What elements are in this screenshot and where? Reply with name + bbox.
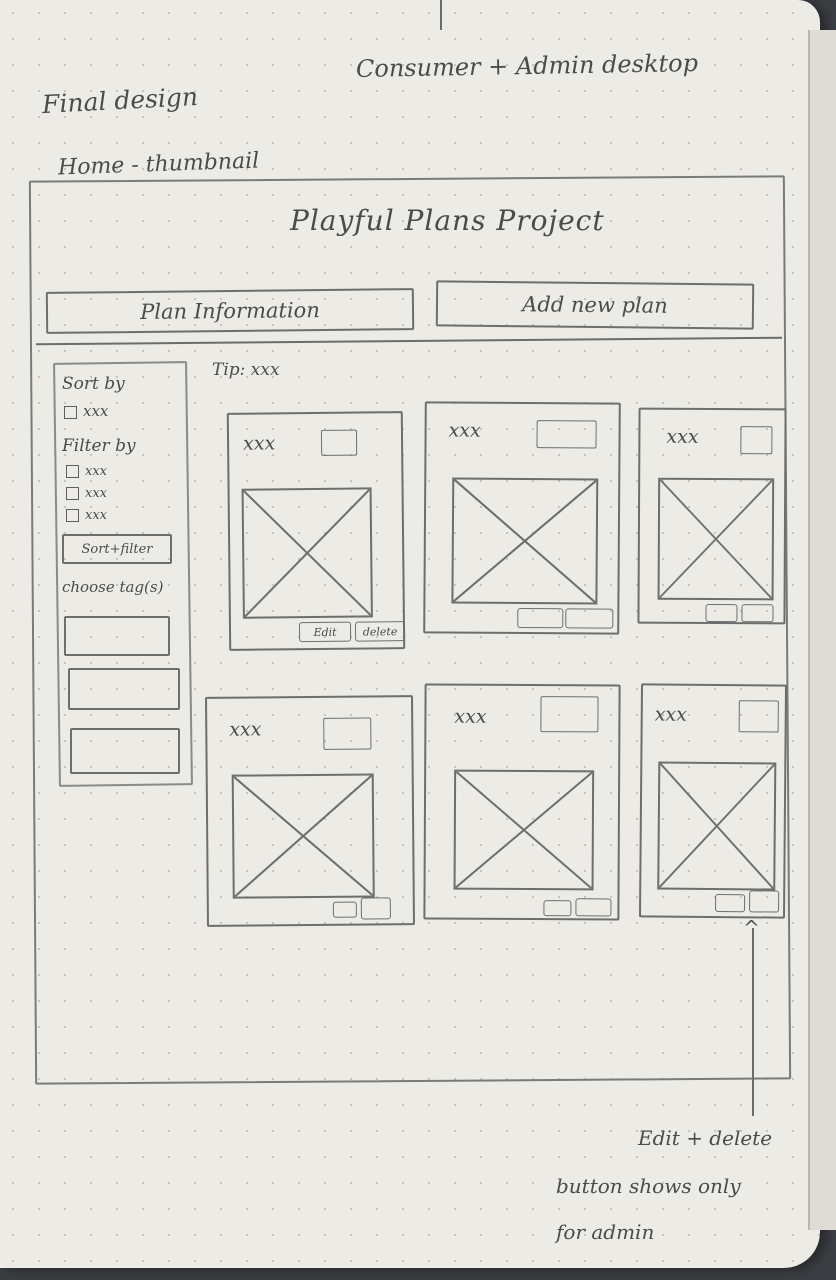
plan-card[interactable]: xxx [637, 407, 787, 625]
filter-option-1[interactable]: xxx [66, 464, 107, 479]
card-image-placeholder [453, 769, 595, 891]
card-title: xxx [654, 703, 688, 726]
delete-button[interactable] [741, 604, 774, 623]
plan-card[interactable]: xxx [423, 683, 621, 921]
annotation-line-2: button shows only [556, 1174, 741, 1198]
app-title: Playful Plans Project [290, 204, 605, 237]
margin-mark [440, 0, 442, 30]
sort-filter-button-label: Sort+filter [81, 541, 153, 557]
nav-plan-information-label: Plan Information [140, 298, 320, 324]
arrow-head-icon: ^ [743, 916, 760, 940]
nav-add-new-plan[interactable]: Add new plan [435, 280, 755, 330]
annotation-arrow-shaft [752, 928, 754, 1116]
filter-checkbox-1[interactable] [66, 465, 79, 478]
edit-button[interactable] [543, 900, 572, 917]
tag-field-3[interactable] [70, 728, 180, 774]
filter-option-label: xxx [85, 508, 107, 523]
delete-button[interactable] [749, 890, 780, 913]
filter-checkbox-3[interactable] [66, 509, 79, 522]
sort-filter-button[interactable]: Sort+filter [62, 534, 172, 564]
card-badge-box [320, 429, 358, 456]
card-title: xxx [242, 432, 276, 455]
card-title: xxx [666, 425, 699, 448]
nav-add-new-plan-label: Add new plan [522, 292, 668, 318]
card-image-placeholder [231, 773, 375, 899]
tip-text: Tip: xxx [212, 360, 280, 380]
card-badge-box [323, 717, 372, 750]
filter-heading: Filter by [62, 436, 136, 456]
delete-button[interactable] [565, 608, 614, 629]
filter-option-2[interactable]: xxx [66, 486, 107, 501]
filter-option-label: xxx [85, 464, 107, 479]
annotation-line-3: for admin [556, 1220, 655, 1244]
card-image-placeholder [657, 477, 775, 601]
card-image-placeholder [657, 761, 777, 891]
edit-button[interactable] [715, 894, 746, 913]
card-badge-box [740, 426, 773, 455]
edit-button[interactable] [705, 603, 738, 623]
consumer-admin-note: Consumer + Admin desktop [355, 49, 699, 83]
sort-option[interactable]: xxx [64, 402, 108, 420]
edit-button[interactable] [517, 607, 564, 629]
filter-option-3[interactable]: xxx [66, 508, 107, 523]
card-title: xxx [229, 718, 262, 741]
delete-button[interactable]: delete [354, 621, 406, 642]
tag-field-1[interactable] [64, 616, 170, 656]
tag-field-2[interactable] [68, 668, 180, 710]
card-image-placeholder [241, 487, 373, 619]
annotation-line-1: Edit + delete [638, 1126, 773, 1150]
delete-button[interactable] [360, 897, 391, 920]
delete-button[interactable] [575, 898, 612, 917]
notebook-page: Final design Consumer + Admin desktop Ho… [0, 0, 820, 1268]
card-title: xxx [454, 705, 487, 728]
sort-heading: Sort by [62, 374, 125, 394]
next-page-edge [808, 30, 836, 1230]
edit-button[interactable]: Edit [298, 621, 352, 643]
plan-card[interactable]: xxx [205, 695, 415, 927]
sort-option-label: xxx [83, 402, 109, 420]
card-title: xxx [448, 419, 481, 442]
screen-label-note: Home - thumbnail [57, 148, 260, 181]
nav-plan-information[interactable]: Plan Information [45, 288, 415, 334]
tags-heading: choose tag(s) [62, 578, 164, 596]
card-badge-box [536, 420, 597, 449]
filter-option-label: xxx [85, 486, 107, 501]
final-design-note: Final design [41, 81, 199, 120]
sidebar [53, 361, 193, 787]
card-badge-box [738, 700, 779, 733]
sort-checkbox[interactable] [64, 405, 77, 419]
plan-card[interactable]: xxx Edit delete [226, 411, 406, 651]
plan-card[interactable]: xxx [638, 683, 788, 919]
edit-button[interactable] [332, 901, 357, 918]
filter-checkbox-2[interactable] [66, 487, 79, 500]
card-image-placeholder [451, 477, 599, 605]
plan-card[interactable]: xxx [423, 401, 621, 635]
card-badge-box [540, 696, 599, 733]
